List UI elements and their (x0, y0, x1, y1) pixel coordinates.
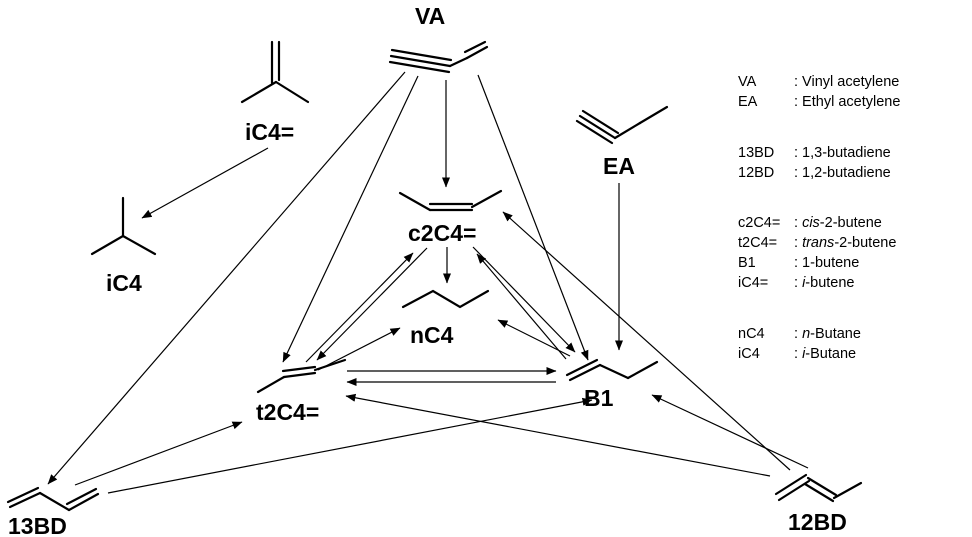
arrow-c2c4e-to-b1 (472, 246, 576, 353)
legend-description: : i-Butane (794, 346, 856, 362)
t2c4e-structure (256, 358, 347, 394)
legend-abbr: VA (738, 74, 757, 90)
legend-desc-suffix: -butene (805, 275, 854, 291)
legend-desc-italic: trans (802, 235, 834, 251)
node-label-va: VA (415, 3, 445, 29)
c2c4e-structure (398, 189, 503, 212)
legend-description: : 1,3-butadiene (794, 145, 891, 161)
legend-desc-prefix: : 1,3-butadiene (794, 145, 891, 161)
legend-desc-suffix: -2-butene (820, 215, 882, 231)
arrow-t2c4e-to-c2c4e (305, 252, 414, 363)
legend-desc-prefix: : (794, 275, 802, 291)
nc4-structure (401, 289, 490, 309)
legend-desc-italic: cis (802, 215, 820, 231)
legend-desc-prefix: : (794, 326, 802, 342)
node-label-ea: EA (603, 153, 635, 179)
arrow-b1-to-c2c4e (476, 253, 567, 360)
legend-desc-prefix: : Vinyl acetylene (794, 74, 899, 90)
bd13-structure (6, 486, 100, 512)
legend-abbr: t2C4= (738, 235, 777, 251)
arrow-13bd-to-t2c4e (74, 421, 243, 486)
node-label-13bd: 13BD (8, 513, 67, 537)
legend-desc-prefix: : 1-butene (794, 255, 859, 271)
node-label-nc4: nC4 (410, 322, 454, 348)
legend-desc-prefix: : (794, 346, 802, 362)
ea-structure (575, 105, 669, 145)
bd12-structure (774, 473, 863, 503)
ic4e-structure (240, 40, 310, 104)
legend-abbr: nC4 (738, 326, 765, 342)
arrow-12bd-to-t2c4e (345, 393, 771, 477)
node-label-ic4e: iC4= (245, 119, 294, 145)
reaction-arrows (47, 71, 809, 494)
legend-desc-prefix: : (794, 215, 802, 231)
legend-description: : i-butene (794, 275, 854, 291)
node-label-12bd: 12BD (788, 509, 847, 535)
legend-abbr: iC4= (738, 275, 768, 291)
legend-abbr: 12BD (738, 165, 774, 181)
legend-abbr: EA (738, 94, 758, 110)
node-label-ic4: iC4 (106, 270, 142, 296)
arrow-t2c4e-to-nc4 (317, 327, 401, 371)
legend-description: : 1-butene (794, 255, 859, 271)
legend-desc-prefix: : 1,2-butadiene (794, 165, 891, 181)
legend-desc-italic: i (802, 275, 806, 291)
arrow-va-to-t2c4e (282, 75, 419, 363)
arrow-13bd-to-b1 (107, 397, 593, 494)
arrow-b1-to-nc4 (497, 319, 571, 357)
legend-desc-italic: i (802, 346, 806, 362)
node-label-c2c4e: c2C4= (408, 220, 476, 246)
legend-desc-suffix: -Butane (810, 326, 861, 342)
arrow-12bd-to-b1 (651, 394, 809, 469)
arrow-c2c4e-to-t2c4e (316, 247, 428, 361)
node-label-b1: B1 (584, 385, 614, 411)
arrow-12bd-to-c2c4e (502, 211, 791, 471)
ic4-structure (90, 196, 157, 256)
b1-structure (565, 358, 659, 382)
va-structure (388, 40, 489, 74)
legend-description: : Ethyl acetylene (794, 94, 900, 110)
legend-desc-suffix: -2-butene (834, 235, 896, 251)
legend-desc-prefix: : Ethyl acetylene (794, 94, 900, 110)
legend-desc-prefix: : (794, 235, 802, 251)
arrow-ic4e-to-ic4 (141, 147, 269, 219)
legend-description: : cis-2-butene (794, 215, 882, 231)
legend-desc-italic: n (802, 326, 810, 342)
node-label-t2c4e: t2C4= (256, 399, 319, 425)
legend-abbr: c2C4= (738, 215, 780, 231)
legend-description: : Vinyl acetylene (794, 74, 899, 90)
legend-abbr: B1 (738, 255, 756, 271)
legend-description: : 1,2-butadiene (794, 165, 891, 181)
legend-description: : trans-2-butene (794, 235, 896, 251)
legend-desc-suffix: -Butane (805, 346, 856, 362)
legend-abbr: 13BD (738, 145, 774, 161)
legend-description: : n-Butane (794, 326, 861, 342)
arrow-va-to-13bd (47, 71, 406, 485)
arrow-va-to-b1 (477, 74, 589, 361)
legend-abbr: iC4 (738, 346, 760, 362)
